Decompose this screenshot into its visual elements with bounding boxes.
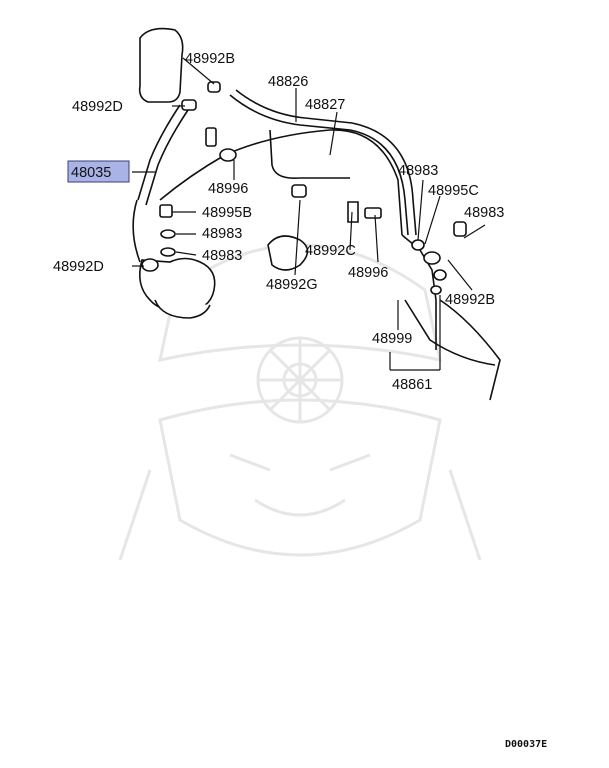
label-48983-left-a[interactable]: 48983 <box>202 226 242 242</box>
label-48995C[interactable]: 48995C <box>428 183 479 199</box>
reservoir <box>138 27 184 103</box>
label-48035[interactable]: 48035 <box>71 165 111 181</box>
label-48983-left-b[interactable]: 48983 <box>202 248 242 264</box>
hoses <box>137 89 501 401</box>
label-48992C[interactable]: 48992C <box>305 243 356 259</box>
label-48995B[interactable]: 48995B <box>202 205 252 221</box>
label-48983-right-top[interactable]: 48983 <box>398 163 438 179</box>
part-labels: 48992B 48826 48827 48992D 48035 48996 48… <box>53 51 504 393</box>
label-48992B-bottom[interactable]: 48992B <box>445 292 495 308</box>
label-48827[interactable]: 48827 <box>305 97 345 113</box>
label-48996-left[interactable]: 48996 <box>208 181 248 197</box>
label-48992D-bottom[interactable]: 48992D <box>53 259 104 275</box>
leader-lines <box>132 57 486 371</box>
label-48035-highlight <box>67 160 130 183</box>
label-48999[interactable]: 48999 <box>372 331 412 347</box>
diagram-code: D00037E <box>505 739 547 750</box>
label-48992D-top[interactable]: 48992D <box>72 99 123 115</box>
label-48992G[interactable]: 48992G <box>266 277 318 293</box>
label-48826[interactable]: 48826 <box>268 74 308 90</box>
label-48992B-top[interactable]: 48992B <box>185 51 235 67</box>
label-48983-right[interactable]: 48983 <box>464 205 504 221</box>
label-48861[interactable]: 48861 <box>392 377 432 393</box>
label-48996-right[interactable]: 48996 <box>348 265 388 281</box>
pump-assembly <box>132 199 216 319</box>
